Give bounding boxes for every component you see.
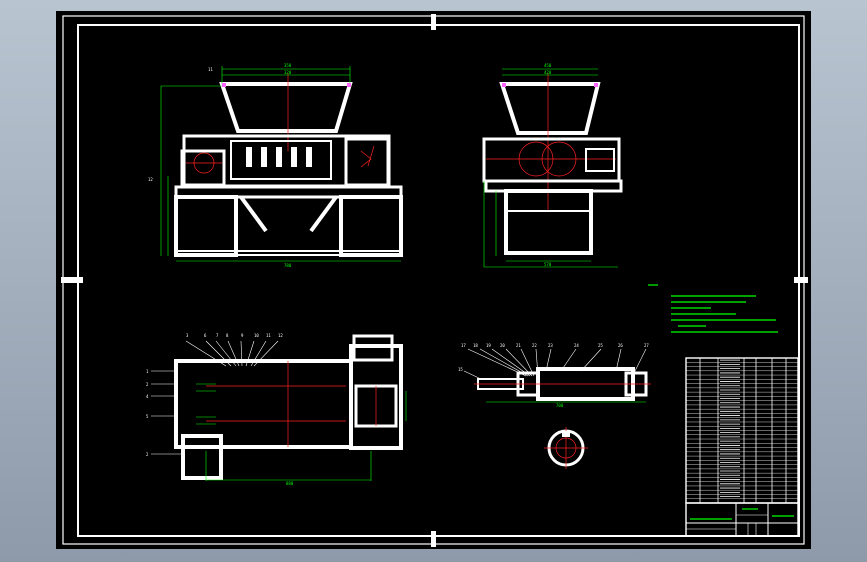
bom-rows [686, 359, 798, 499]
drawing-viewport[interactable]: 350 320 780 12 11 450 420 570 [56, 11, 811, 549]
top-view: 880 3 6 7 8 9 10 11 12 1 2 4 5 2 [146, 333, 407, 486]
svg-text:3: 3 [186, 333, 189, 338]
svg-text:320: 320 [284, 70, 292, 75]
svg-text:6: 6 [204, 333, 207, 338]
svg-text:2: 2 [146, 452, 149, 457]
svg-text:450: 450 [544, 63, 552, 68]
svg-text:27: 27 [644, 343, 649, 348]
svg-text:8: 8 [226, 333, 229, 338]
svg-text:12: 12 [278, 333, 283, 338]
shaft-view: 700 17 18 19 20 21 22 23 24 25 26 27 15 [458, 343, 651, 408]
svg-text:7: 7 [216, 333, 219, 338]
svg-text:11: 11 [266, 333, 271, 338]
technical-requirements [648, 284, 778, 333]
front-view: 350 320 780 12 11 [148, 63, 403, 268]
svg-text:4: 4 [146, 394, 149, 399]
svg-text:350: 350 [284, 63, 292, 68]
svg-text:25: 25 [598, 343, 603, 348]
svg-text:22: 22 [532, 343, 537, 348]
svg-text:12: 12 [148, 177, 153, 182]
section-detail [544, 427, 588, 469]
svg-text:15: 15 [458, 367, 463, 372]
svg-text:21: 21 [516, 343, 521, 348]
svg-text:17: 17 [461, 343, 466, 348]
cad-drawing: 350 320 780 12 11 450 420 570 [61, 14, 808, 547]
svg-text:700: 700 [556, 403, 564, 408]
side-view: 450 420 570 [482, 63, 623, 268]
svg-text:570: 570 [544, 262, 552, 267]
svg-text:20: 20 [500, 343, 505, 348]
title-block [685, 502, 799, 537]
svg-text:23: 23 [548, 343, 553, 348]
svg-text:26: 26 [618, 343, 623, 348]
svg-text:18: 18 [473, 343, 478, 348]
svg-text:880: 880 [286, 481, 294, 486]
svg-text:2: 2 [146, 382, 149, 387]
svg-text:780: 780 [284, 263, 292, 268]
svg-text:10: 10 [254, 333, 259, 338]
svg-text:5: 5 [146, 414, 149, 419]
svg-text:24: 24 [574, 343, 579, 348]
svg-text:1: 1 [146, 369, 149, 374]
sheet-inner-border [77, 24, 800, 537]
svg-text:19: 19 [486, 343, 491, 348]
svg-text:420: 420 [544, 70, 552, 75]
centering-marks [61, 14, 808, 547]
svg-text:11: 11 [208, 67, 213, 72]
bill-of-materials [685, 357, 799, 504]
svg-text:9: 9 [241, 333, 244, 338]
